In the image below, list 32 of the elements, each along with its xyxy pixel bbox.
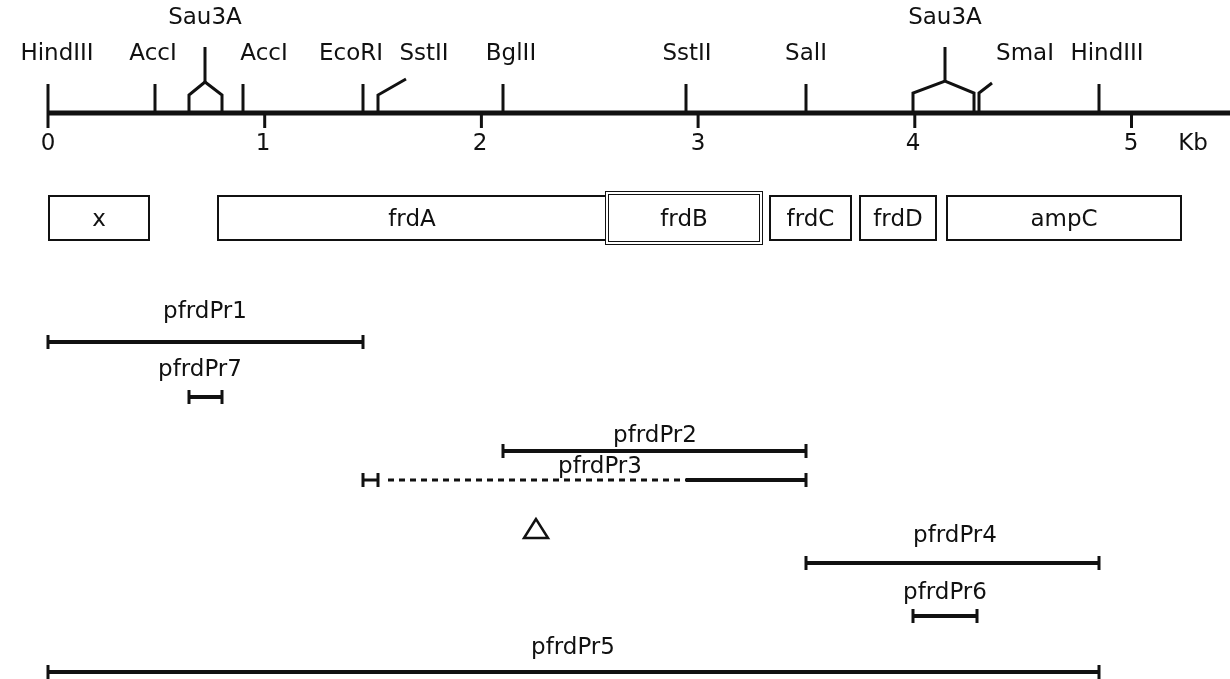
- gene-box: ampC: [946, 195, 1182, 241]
- scale-label: 3: [690, 130, 706, 154]
- gene-box: frdB: [605, 191, 763, 245]
- restriction-site-label: AccI: [129, 40, 177, 64]
- clone-label: pfrdPr7: [158, 356, 242, 380]
- restriction-site-label: BglII: [485, 40, 537, 64]
- clone-label: Kb: [1178, 130, 1208, 154]
- restriction-site-label: Sau3A: [168, 4, 242, 28]
- scale-label: 2: [472, 130, 488, 154]
- scale-label: 0: [40, 130, 56, 154]
- restriction-site-label: HindIII: [20, 40, 94, 64]
- restriction-site-label: SalI: [785, 40, 827, 64]
- gene-box: frdA: [217, 195, 607, 241]
- scale-label: 1: [255, 130, 271, 154]
- gene-box: frdD: [859, 195, 937, 241]
- scale-label: 5: [1123, 130, 1139, 154]
- restriction-site-label: SstII: [662, 40, 712, 64]
- clone-label: pfrdPr3: [558, 453, 642, 477]
- restriction-site-label: AccI: [240, 40, 288, 64]
- gene-box: frdC: [769, 195, 852, 241]
- clone-label: pfrdPr6: [903, 579, 987, 603]
- restriction-site-label: HindIII: [1070, 40, 1144, 64]
- restriction-site-label: SstII: [399, 40, 449, 64]
- gene-box: x: [48, 195, 150, 241]
- scale-label: 4: [905, 130, 921, 154]
- clone-label: pfrdPr2: [613, 422, 697, 446]
- clone-label: pfrdPr5: [531, 634, 615, 658]
- restriction-site-label: Sau3A: [908, 4, 982, 28]
- clone-label: pfrdPr1: [163, 298, 247, 322]
- clone-label: pfrdPr4: [913, 522, 997, 546]
- restriction-site-label: SmaI: [996, 40, 1054, 64]
- restriction-site-label: EcoRI: [319, 40, 383, 64]
